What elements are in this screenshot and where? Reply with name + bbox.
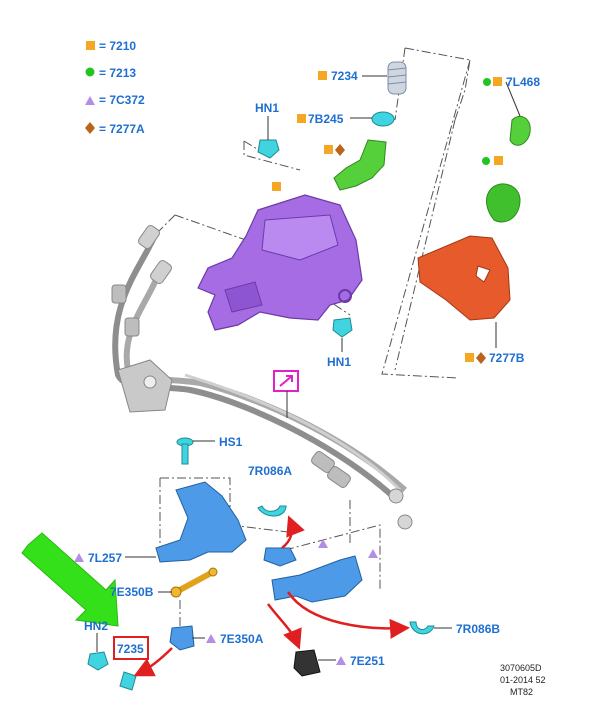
purple-triangle-icon	[74, 553, 84, 562]
purple-triangle-icon	[206, 634, 216, 643]
label-7e251: 7E251	[350, 654, 385, 668]
purple-triangle-icon	[336, 656, 346, 665]
label-7l257: 7L257	[88, 551, 122, 565]
label-7r086a: 7R086A	[248, 464, 292, 478]
nut-hn1-mid	[332, 317, 353, 338]
legend-7213: = 7213	[99, 66, 136, 80]
label-hn2: HN2	[84, 619, 108, 633]
reference-line-2: 01-2014 52	[500, 675, 546, 685]
label-7235: 7235	[117, 642, 144, 656]
orange-square-icon	[465, 353, 474, 362]
pin-7235	[119, 671, 137, 691]
label-7e350a: 7E350A	[220, 632, 264, 646]
green-arrow-icon	[21, 532, 119, 627]
green-dot-icon	[482, 157, 490, 165]
label-7b245: 7B245	[308, 112, 344, 126]
nut-hn1-top	[257, 139, 280, 159]
orange-square-icon	[494, 156, 503, 165]
shift-lever-7213	[333, 139, 387, 191]
detail-view-icon[interactable]	[273, 370, 299, 418]
orange-square-icon	[272, 182, 281, 191]
orange-square-icon	[86, 41, 95, 50]
leader-lines	[96, 75, 521, 661]
green-dot-icon	[483, 78, 491, 86]
label-7l468: 7L468	[506, 75, 540, 89]
brown-diamond-icon	[335, 144, 345, 156]
clip-7r086b	[409, 621, 435, 635]
lower-parts	[87, 437, 435, 691]
shift-cable-assembly	[111, 225, 413, 530]
red-arrows	[133, 515, 410, 677]
orange-square-icon	[297, 114, 306, 123]
clip-7r086a	[257, 505, 287, 517]
nut-hn2	[87, 651, 109, 671]
label-hs1: HS1	[219, 435, 243, 449]
brown-diamond-icon	[85, 122, 95, 134]
purple-triangle-icon	[85, 96, 95, 105]
label-hn1-mid: HN1	[327, 355, 351, 369]
shift-lever-parts	[197, 61, 531, 338]
part-symbols	[74, 71, 503, 665]
highlight-box-7235	[113, 636, 149, 660]
orange-square-icon	[493, 77, 502, 86]
reference-code: 3070605D 01-2014 52 MT82	[500, 663, 546, 697]
shifter-housing-7c372	[197, 194, 363, 331]
bolt-hs1	[176, 437, 194, 465]
purple-triangle-icon	[368, 549, 378, 558]
damper-7e251	[293, 649, 321, 677]
label-7277b: 7277B	[489, 351, 525, 365]
label-hn1-top: HN1	[255, 101, 279, 115]
legend: = 7210 = 7213 = 7C372 = 7277A	[85, 39, 145, 136]
label-7234: 7234	[331, 69, 358, 83]
orange-square-icon	[324, 145, 333, 154]
green-dot-icon	[85, 67, 95, 77]
legend-7277a: = 7277A	[99, 122, 145, 136]
legend-7c372: = 7C372	[99, 93, 145, 107]
knob-7l468	[486, 183, 521, 223]
spring-7234	[387, 61, 407, 95]
bushing-7b245	[371, 111, 395, 127]
part-labels: 7234 7B245 HN1 7L468 HN1 7277B HS1 7R086…	[84, 69, 540, 668]
bracket-7e350a	[169, 625, 195, 651]
orange-square-icon	[318, 71, 327, 80]
legend-7210: = 7210	[99, 39, 136, 53]
bracket-7l257	[155, 481, 247, 563]
purple-triangle-icon	[318, 539, 328, 548]
boot-7277b	[417, 235, 511, 321]
label-7e350b: 7E350B	[110, 585, 154, 599]
brown-diamond-icon	[476, 352, 486, 364]
reference-line-3: MT82	[510, 687, 533, 697]
knob-7l468-small	[509, 116, 531, 146]
label-7r086b: 7R086B	[456, 622, 500, 636]
linkage-lever	[263, 547, 297, 567]
selector-arm	[271, 555, 363, 603]
reference-line-1: 3070605D	[500, 663, 542, 673]
rod-7e350b	[170, 567, 218, 598]
